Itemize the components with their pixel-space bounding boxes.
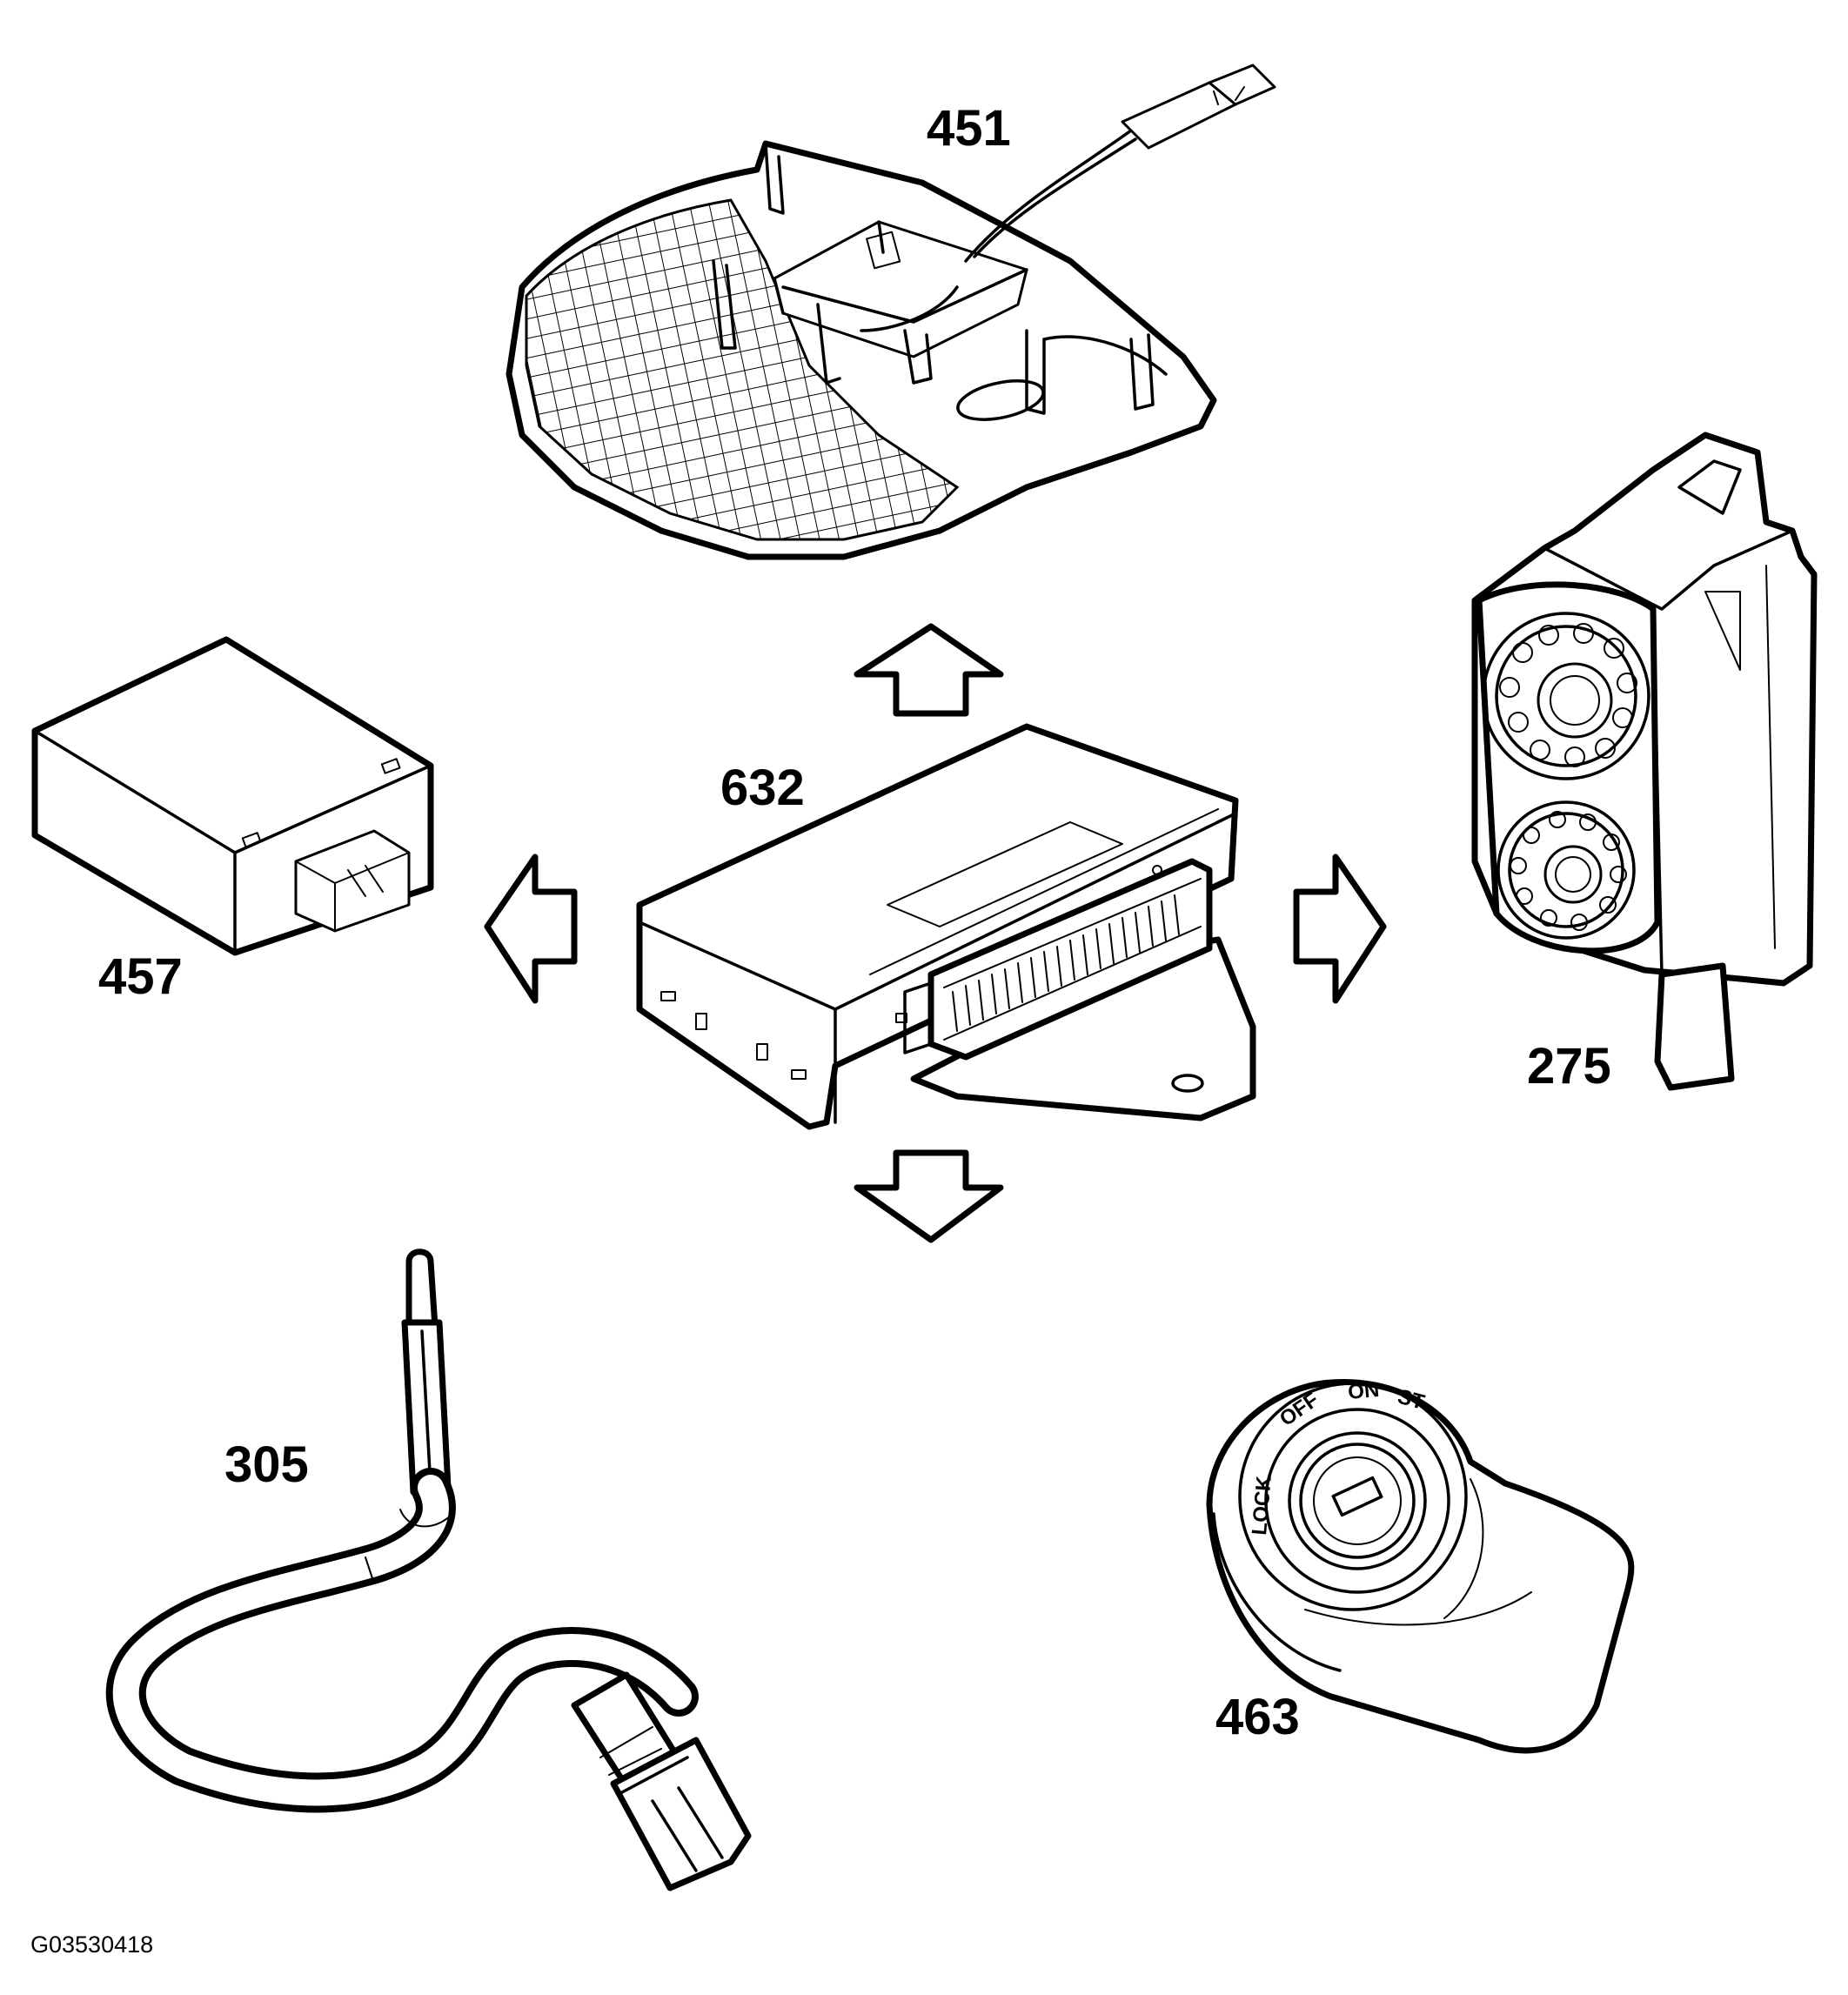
temp-sensor-connector [571, 1671, 752, 1891]
ignition-bezel [1238, 1382, 1468, 1611]
temp-sensor-305 [105, 1249, 752, 1891]
label-451: 451 [927, 100, 1011, 157]
siren-275 [1471, 432, 1818, 1091]
label-275: 275 [1527, 1038, 1611, 1095]
speaker-grille [525, 198, 960, 541]
ignition-on-label: ON [1347, 1378, 1380, 1404]
label-305: 305 [224, 1436, 309, 1493]
arrow-up-icon [854, 623, 1004, 717]
label-463: 463 [1215, 1689, 1300, 1745]
siren-lower-grille [1496, 800, 1636, 940]
figure-id: G03530418 [30, 1931, 153, 1958]
ignition-lock-label: LOCK [1248, 1475, 1276, 1536]
siren-upper-grille [1482, 612, 1650, 780]
key-slot [1331, 1476, 1383, 1517]
label-632: 632 [720, 760, 805, 816]
arrow-left-icon [484, 854, 578, 1004]
control-module-632 [636, 723, 1256, 1130]
console-slot [956, 379, 1045, 421]
arrow-right-icon [1293, 854, 1387, 1004]
receiver-box-457 [31, 636, 434, 956]
receiver-connector [294, 829, 411, 933]
roof-console-451 [506, 64, 1276, 560]
label-457: 457 [98, 948, 183, 1005]
arrow-down-icon [854, 1149, 1004, 1243]
ignition-switch-463: LOCK OFF ON ST [1206, 1378, 1635, 1754]
